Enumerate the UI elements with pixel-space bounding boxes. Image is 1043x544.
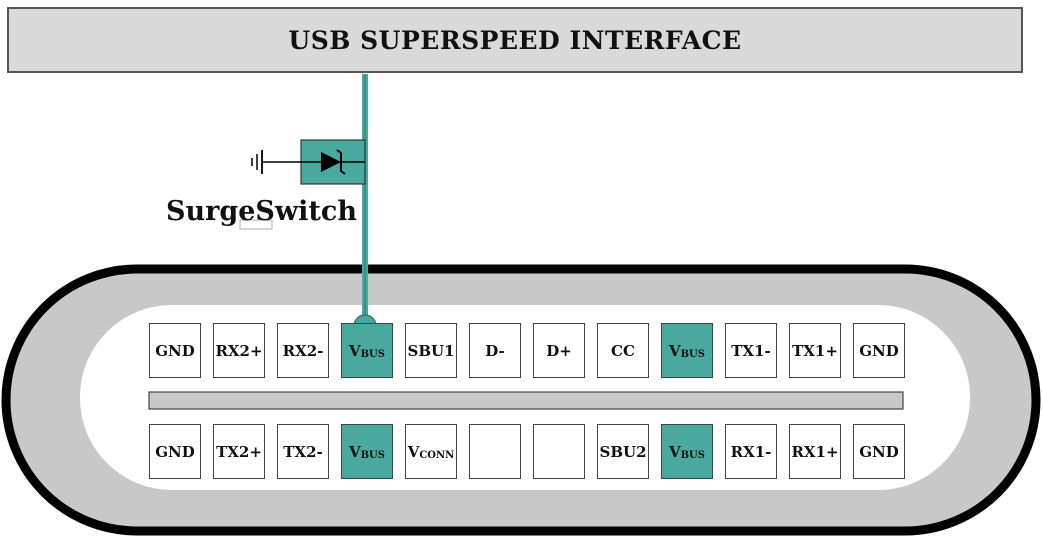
ground-icon — [251, 150, 275, 174]
pin-label: CC — [611, 341, 635, 360]
pin-label-subscript: BUS — [360, 349, 386, 360]
pin-label-subscript: BUS — [680, 450, 706, 461]
pin-bottom-row-10: RX1- — [725, 424, 777, 479]
pin-top-row-11: TX1+ — [789, 323, 841, 378]
pin-label: RX1+ — [791, 442, 839, 461]
pin-label: TX2+ — [216, 442, 262, 461]
pin-label-subscript: BUS — [680, 349, 706, 360]
pin-label: D- — [485, 341, 505, 360]
pin-label: GND — [859, 341, 899, 360]
pin-top-row-6: D- — [469, 323, 521, 378]
pin-bottom-row-11: RX1+ — [789, 424, 841, 479]
pin-label: RX1- — [730, 442, 772, 461]
pin-label: TX1+ — [792, 341, 838, 360]
pin-label: V — [668, 442, 681, 461]
pin-top-row-2: RX2+ — [213, 323, 265, 378]
tongue-bar — [148, 391, 904, 410]
pin-top-row-5: SBU1 — [405, 323, 457, 378]
pin-label: TX2- — [283, 442, 323, 461]
pin-bottom-row-1: GND — [149, 424, 201, 479]
pin-bottom-row-6 — [469, 424, 521, 479]
pin-bottom-row-12: GND — [853, 424, 905, 479]
pin-label: TX1- — [731, 341, 771, 360]
pin-bottom-row-3: TX2- — [277, 424, 329, 479]
pin-label: D+ — [546, 341, 572, 360]
pin-label: GND — [155, 442, 195, 461]
pin-label-subscript: BUS — [360, 450, 386, 461]
pin-top-row-1: GND — [149, 323, 201, 378]
pin-label: V — [407, 442, 420, 461]
pin-top-row-7: D+ — [533, 323, 585, 378]
pin-label: GND — [859, 442, 899, 461]
pin-label: RX2+ — [215, 341, 263, 360]
pin-bottom-row-8: SBU2 — [597, 424, 649, 479]
pin-top-row-8: CC — [597, 323, 649, 378]
pin-label: GND — [155, 341, 195, 360]
pin-top-row-3: RX2- — [277, 323, 329, 378]
pin-label-subscript: CONN — [419, 450, 455, 461]
pin-label: SBU2 — [599, 442, 647, 461]
pin-top-row-12: GND — [853, 323, 905, 378]
pin-bottom-row-2: TX2+ — [213, 424, 265, 479]
interface-title: USB SUPERSPEED INTERFACE — [288, 25, 742, 55]
pin-label: V — [348, 442, 361, 461]
pin-label: V — [668, 341, 681, 360]
interface-banner: USB SUPERSPEED INTERFACE — [7, 7, 1023, 73]
pin-label: V — [348, 341, 361, 360]
diode-symbol-icon — [321, 152, 341, 172]
pin-top-row-10: TX1- — [725, 323, 777, 378]
pin-label: SBU1 — [407, 341, 455, 360]
pin-label: RX2- — [282, 341, 324, 360]
surgeswitch-label: SurgeSwitch — [166, 196, 357, 227]
pin-bottom-row-7 — [533, 424, 585, 479]
